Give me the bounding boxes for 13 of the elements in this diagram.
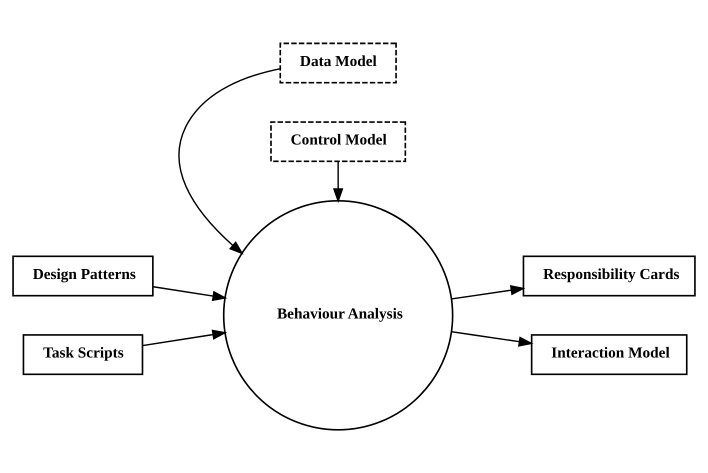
arrow (332, 162, 344, 204)
node-box: Responsibility Cards (522, 256, 696, 296)
node-box: Control Model (270, 121, 406, 162)
arrow (153, 286, 228, 302)
node-box: Design Patterns (12, 256, 154, 296)
node-circle: Behaviour Analysis (222, 200, 454, 431)
node-box: Interaction Model (530, 334, 688, 376)
arrow (142, 330, 228, 346)
node-box: Task Scripts (22, 334, 144, 376)
node-box: Data Model (279, 42, 397, 84)
arrow (451, 331, 534, 347)
arrow (178, 68, 280, 255)
arrow (451, 285, 526, 300)
